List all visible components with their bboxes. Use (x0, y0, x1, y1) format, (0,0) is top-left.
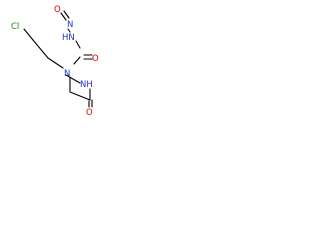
urea-oxygen-label: O (92, 54, 99, 64)
nh-urea-carbon-bond (75, 40, 81, 49)
chloro-bond (23, 28, 34, 41)
nitroso-oxygen-label: O (54, 5, 61, 15)
n-methyl-bond (65, 74, 81, 84)
central-nitrogen-label: N (64, 69, 70, 79)
urea-nh-label: HN (62, 33, 75, 43)
nitroso-nitrogen-label: N (67, 20, 73, 30)
amide-nh-label: NH (80, 80, 93, 90)
nh-nitroso-bond (67, 28, 71, 33)
amide-oxygen-label: O (86, 108, 93, 116)
chlorine-label: Cl (11, 22, 19, 32)
n-ethyl-bond (47, 57, 64, 69)
chemical-structure: O N HN O Cl N NH O (11, 5, 99, 116)
urea-carbon-n-bond (73, 56, 81, 65)
nitroso-double-bond-a (60, 12, 67, 21)
nitroso-double-bond-b (63, 10, 70, 19)
ethyl-bond (32, 39, 49, 59)
glycine-amide-carbon-bond (69, 91, 91, 101)
atom-labels: O N HN O Cl N NH O (11, 5, 99, 116)
bonds (23, 10, 93, 108)
